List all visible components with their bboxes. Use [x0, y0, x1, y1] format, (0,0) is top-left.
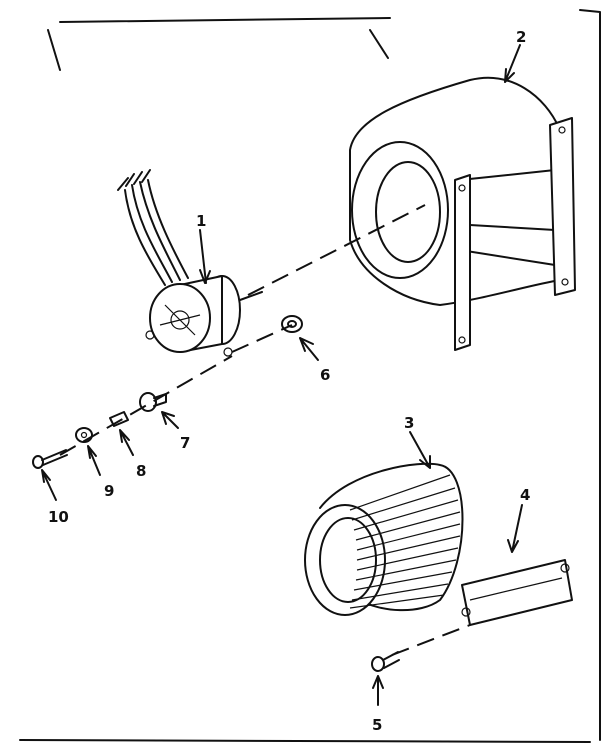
mount-screw [32, 449, 68, 469]
callout-6: 6 [320, 366, 330, 384]
callout-9: 9 [104, 482, 114, 500]
callout-labels: 1 2 3 4 5 6 7 8 9 10 [48, 28, 530, 734]
leader-lines [41, 44, 523, 706]
callout-2: 2 [516, 28, 526, 46]
assembly-lines [59, 204, 471, 656]
callout-5: 5 [372, 716, 382, 734]
shaft-bushing [281, 315, 303, 333]
callout-4: 4 [520, 486, 530, 504]
mounting-bracket [461, 559, 573, 626]
callout-8: 8 [136, 462, 146, 480]
bracket-screw [371, 651, 400, 672]
callout-10: 10 [48, 508, 69, 526]
callout-7: 7 [180, 434, 190, 452]
frame-marks [19, 9, 601, 743]
callout-1: 1 [196, 212, 206, 230]
blower-housing [349, 76, 576, 351]
blower-wheel [304, 462, 464, 616]
motor [117, 169, 263, 357]
washer [75, 427, 93, 443]
callout-3: 3 [404, 414, 414, 432]
